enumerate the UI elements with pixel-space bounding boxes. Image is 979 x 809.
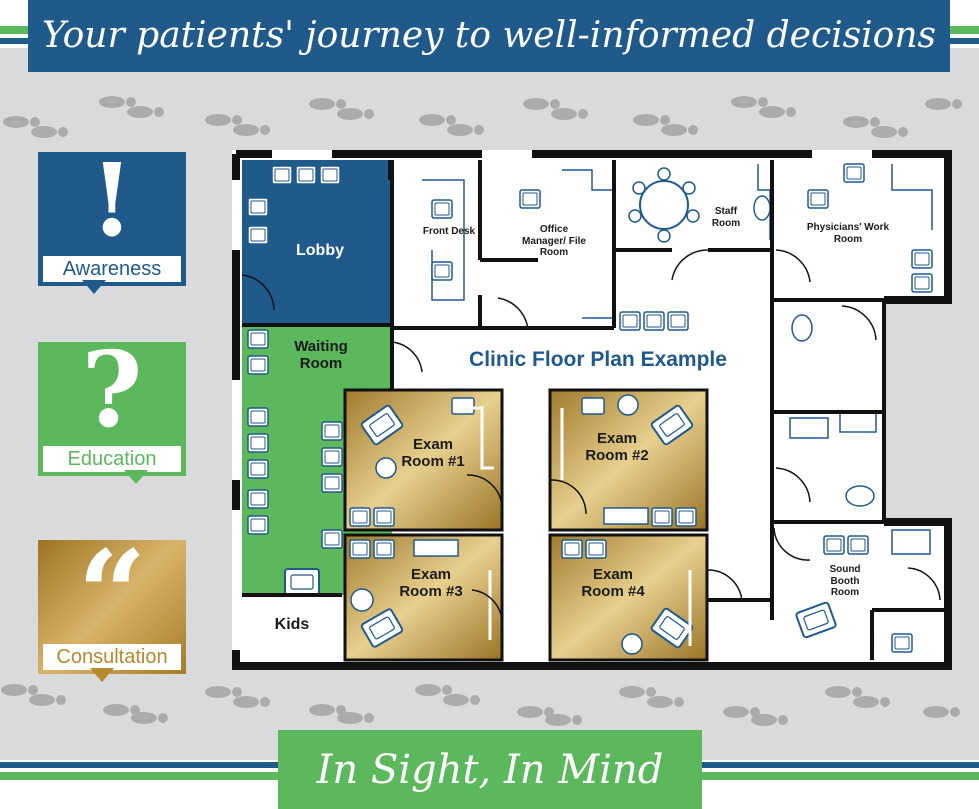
waiting-room-label: Waiting Room <box>294 338 348 373</box>
awareness-label: Awareness <box>43 256 181 282</box>
exam-room-4-label: Exam Room #4 <box>581 566 645 601</box>
exam-room-3-label: Exam Room #3 <box>399 566 463 601</box>
education-card: ? Education <box>38 334 186 492</box>
footer-banner <box>278 730 702 809</box>
office-label: Office Manager/ File Room <box>522 224 586 258</box>
question-mark-icon: ? <box>81 328 143 451</box>
lobby-label: Lobby <box>296 242 344 259</box>
exam-room-1-label: Exam Room #1 <box>401 436 465 471</box>
floor-plan-title: Clinic Floor Plan Example <box>469 348 727 371</box>
awareness-card: ! Awareness <box>38 148 186 294</box>
exclamation-icon: ! <box>90 141 134 259</box>
header-title: Your patients' journey to well-informed … <box>42 15 936 56</box>
consultation-label: Consultation <box>43 644 181 670</box>
footer-tagline: In Sight, In Mind <box>316 747 664 793</box>
header-banner <box>28 0 950 72</box>
kids-label: Kids <box>274 616 310 633</box>
staff-room-label: Staff Room <box>711 206 741 229</box>
physicians-room-label: Physicians' Work Room <box>806 222 890 245</box>
sound-booth-label: Sound Booth Room <box>829 564 861 598</box>
quote-mark-icon: “ <box>77 524 147 665</box>
exam-room-2-label: Exam Room #2 <box>585 430 649 465</box>
education-label: Education <box>43 446 181 472</box>
front-desk-label: Front Desk <box>422 226 476 237</box>
consultation-card: “ Consultation <box>38 524 186 690</box>
floor-plan: Lobby Waiting Room Kids Front Desk Offic… <box>232 150 952 670</box>
